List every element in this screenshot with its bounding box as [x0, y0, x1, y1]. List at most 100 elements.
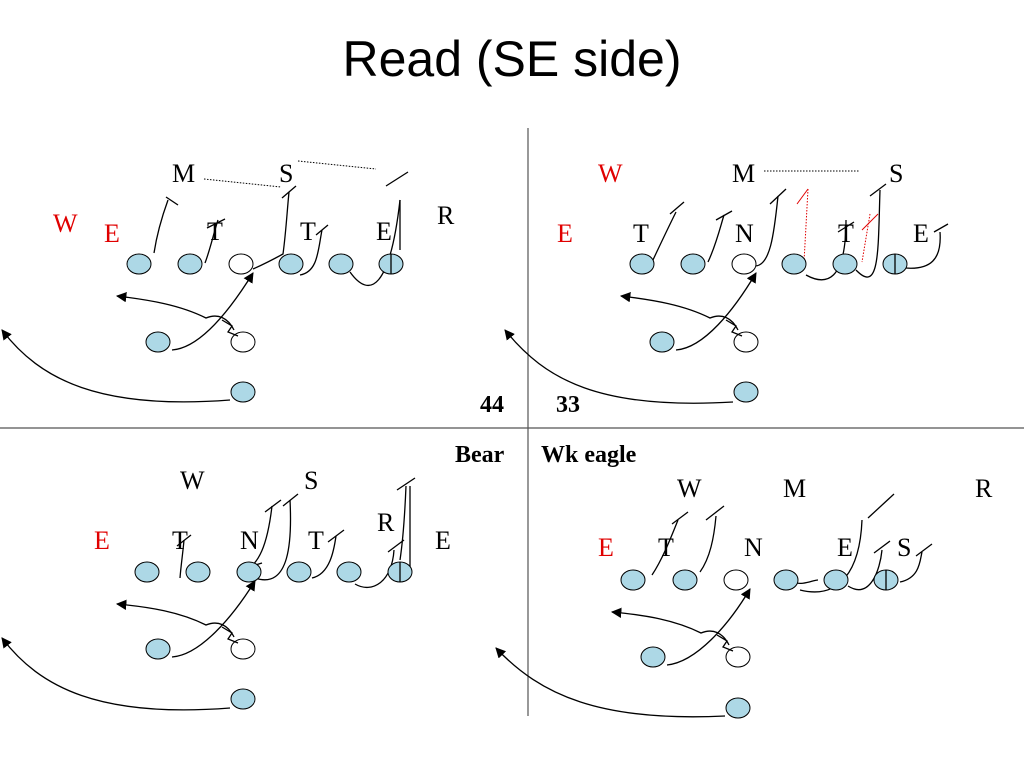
defender-label: E — [104, 219, 120, 248]
read-route — [115, 599, 235, 638]
player-circle — [177, 253, 203, 275]
block-route — [354, 549, 395, 589]
defender-label: M — [783, 474, 806, 503]
block-line — [281, 185, 297, 199]
qb-circle — [230, 331, 256, 353]
defender-label: M — [172, 159, 195, 188]
block-route — [754, 195, 779, 267]
defender-label: W — [598, 159, 623, 188]
block-line — [915, 543, 933, 557]
defender-label: E — [376, 217, 392, 246]
back-circle — [145, 638, 171, 660]
defender-label: S — [304, 466, 318, 495]
read-route — [666, 588, 751, 666]
read-route — [610, 607, 730, 646]
red-dotted-route — [803, 188, 809, 263]
block-line — [715, 210, 733, 221]
block-line — [176, 534, 192, 547]
player-circle — [672, 569, 698, 591]
red-dotted-route — [861, 213, 871, 263]
block-route — [399, 485, 407, 561]
block-line — [837, 221, 855, 233]
read-route — [619, 291, 739, 331]
block-line — [165, 196, 179, 206]
block-route — [311, 535, 337, 579]
block-route — [254, 499, 292, 581]
block-route — [805, 219, 847, 281]
defender-label: R — [975, 474, 993, 503]
block-route — [707, 214, 725, 263]
block-line — [867, 493, 895, 519]
back-circle — [640, 646, 666, 668]
back-circle — [733, 381, 759, 403]
center-player-circle — [228, 253, 254, 275]
block-route — [153, 199, 169, 254]
read-route — [171, 580, 256, 658]
block-line — [669, 201, 685, 215]
defender-label: N — [240, 526, 259, 555]
coverage-key-line — [297, 160, 377, 170]
back-circle — [725, 697, 751, 719]
block-route — [252, 191, 290, 270]
player-circle — [680, 253, 706, 275]
sweep-route — [495, 647, 726, 718]
zigzag — [725, 319, 743, 337]
qb-circle — [733, 331, 759, 353]
red-block-route — [796, 188, 809, 205]
defender-label: N — [735, 219, 754, 248]
qb-circle — [230, 638, 256, 660]
block-route — [699, 515, 717, 573]
block-line — [315, 224, 329, 236]
player-circle — [126, 253, 152, 275]
block-route — [299, 229, 323, 276]
qb-circle — [725, 646, 751, 668]
defender-label: E — [435, 526, 451, 555]
panel-bear: W S R E T N T E — [1, 466, 451, 711]
block-line — [671, 511, 689, 525]
zigzag — [221, 626, 239, 644]
block-route — [855, 189, 881, 278]
player-circle — [185, 561, 211, 583]
player-circle — [328, 253, 354, 275]
slide-title: Read (SE side) — [342, 31, 682, 87]
defender-label: S — [279, 159, 293, 188]
player-circle — [278, 253, 304, 275]
defender-label: M — [732, 159, 755, 188]
caption-wk-eagle: Wk eagle — [541, 442, 637, 468]
player-circle — [832, 253, 858, 275]
block-line — [769, 188, 787, 205]
coverage-key-line — [203, 178, 282, 188]
read-route — [171, 272, 254, 351]
back-circle — [230, 381, 256, 403]
sweep-route — [1, 329, 231, 403]
panel-44: W E T T E M S R — [1, 159, 455, 403]
defender-label: R — [377, 508, 395, 537]
block-route — [651, 519, 679, 576]
zigzag — [716, 634, 734, 652]
block-line — [705, 505, 725, 521]
player-circle — [823, 569, 849, 591]
player-circle — [336, 561, 362, 583]
player-circle — [134, 561, 160, 583]
defender-label: W — [677, 474, 702, 503]
sweep-route — [504, 329, 734, 404]
block-line — [873, 540, 891, 554]
player-circle — [620, 569, 646, 591]
block-line — [869, 183, 887, 197]
defender-label: E — [913, 219, 929, 248]
defender-label: W — [180, 466, 205, 495]
read-route — [675, 272, 757, 351]
panel-33: W M S E T N T E — [504, 159, 949, 404]
defender-label: T — [172, 526, 188, 555]
block-line — [387, 539, 405, 553]
caption-bear: Bear — [455, 442, 505, 468]
block-route — [179, 539, 185, 579]
block-route — [349, 199, 401, 287]
caption-44: 44 — [480, 392, 504, 418]
red-block-route — [861, 213, 879, 231]
player-circle — [781, 253, 807, 275]
defender-label: S — [889, 159, 903, 188]
panel-wk-eagle: W M R E T N E S — [495, 474, 993, 719]
defender-label: E — [837, 533, 853, 562]
block-line — [327, 529, 345, 543]
